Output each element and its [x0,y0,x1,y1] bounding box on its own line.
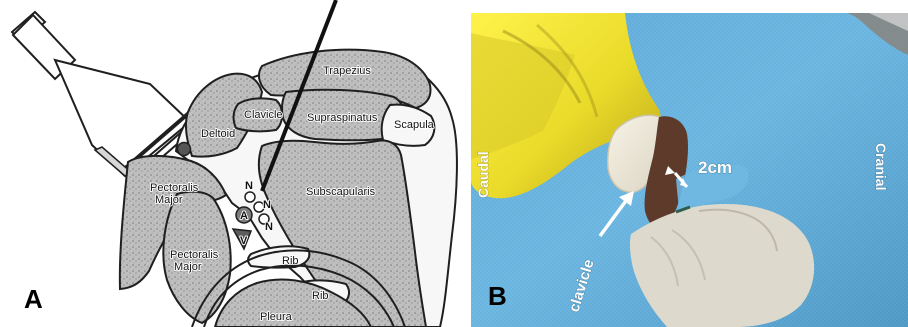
panel-letter-a: A [24,284,43,314]
caudal-label: Caudal [475,151,491,198]
label-pectoralis-major-lower-line1: Pectoralis [170,249,219,261]
ultrasound-probe [12,12,198,178]
label-clavicle: Clavicle [244,109,283,121]
label-n-1: N [245,180,253,192]
label-n-2: N [263,199,271,211]
label-pectoralis-major-upper-line1: Pectoralis [150,182,199,194]
panel-letter-b: B [488,281,507,311]
label-subscapularis: Subscapularis [306,186,376,198]
label-rib-1: Rib [282,255,299,267]
label-a: A [240,210,248,222]
label-trapezius: Trapezius [323,65,371,77]
clinical-photo: 2cm clavicle Caudal Cranial B [471,13,908,327]
cranial-label: Cranial [873,143,889,190]
label-n-3: N [265,221,273,233]
distance-label: 2cm [698,158,732,177]
anatomy-outline [120,0,457,327]
label-pectoralis-major-upper-line2: Major [155,194,183,206]
gloved-hand-right [630,204,814,327]
label-supraspinatus: Supraspinatus [307,112,378,124]
label-deltoid: Deltoid [201,128,235,140]
clinical-photo-panel: 2cm clavicle Caudal Cranial B [471,13,908,327]
label-scapula: Scapula [394,119,435,131]
anatomy-diagram: Trapezius Clavicle Supraspinatus Deltoid… [0,0,468,327]
label-rib-2: Rib [312,290,329,302]
label-pleura: Pleura [260,311,293,323]
label-pectoralis-major-lower-line2: Major [174,261,202,273]
small-vessel-dot [178,143,191,156]
label-v: V [240,235,248,247]
anatomy-diagram-panel: Trapezius Clavicle Supraspinatus Deltoid… [0,0,468,327]
